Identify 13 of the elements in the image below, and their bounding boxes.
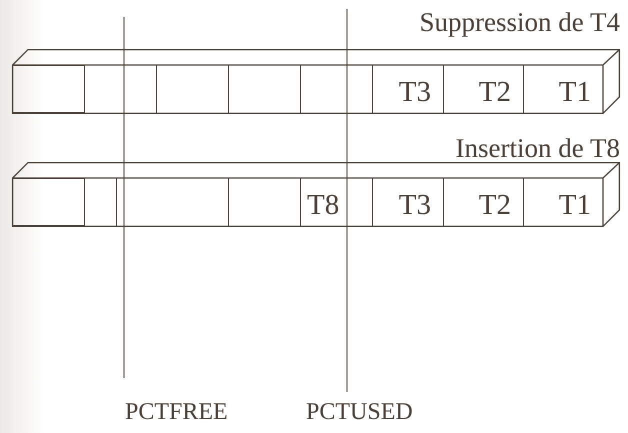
record-label: T1 bbox=[558, 78, 591, 106]
record-label: T3 bbox=[398, 78, 431, 106]
record-label: T1 bbox=[558, 190, 591, 220]
record-label: T8 bbox=[307, 190, 340, 220]
record-label: T2 bbox=[478, 190, 511, 220]
empty-slot bbox=[12, 178, 84, 226]
record-label: T2 bbox=[478, 78, 511, 106]
empty-slot bbox=[12, 65, 84, 113]
block-heading: Suppression de T4 bbox=[420, 9, 620, 36]
threshold-label: PCTUSED bbox=[306, 400, 413, 424]
block-heading: Insertion de T8 bbox=[456, 135, 620, 162]
record-label: T3 bbox=[398, 190, 431, 220]
threshold-label: PCTFREE bbox=[125, 400, 228, 424]
